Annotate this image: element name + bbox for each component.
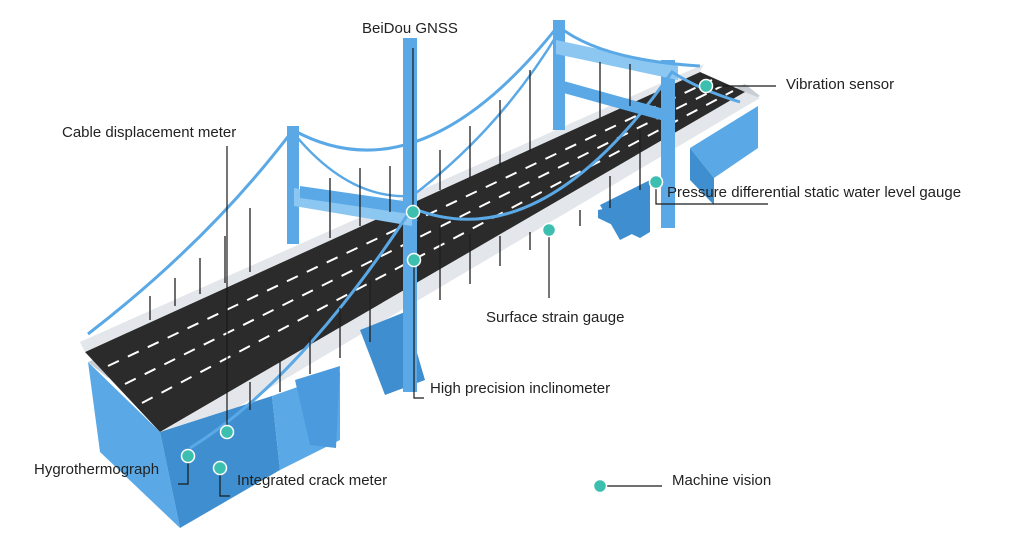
vibration-sensor-dot-icon (698, 78, 714, 94)
legend-machine-vision-label: Machine vision (672, 472, 772, 489)
label-vibration-sensor: Vibration sensor (786, 76, 895, 93)
pressure-gauge-sensor-dot-icon (648, 174, 664, 190)
label-pressure-gauge: Pressure differential static water level… (667, 184, 962, 201)
surface-strain-sensor-dot-icon (541, 222, 557, 238)
far-main-cable (87, 23, 701, 336)
label-cable-displacement-meter: Cable displacement meter (62, 124, 237, 141)
hangers (149, 62, 641, 410)
cable-displacement-sensor-dot-icon (219, 424, 235, 440)
crack-meter-leader (219, 468, 230, 497)
inclinometer-leader (413, 260, 424, 399)
label-high-precision-inclinometer: High precision inclinometer (430, 380, 611, 397)
leader-lines (178, 48, 776, 497)
legend-machine-vision-dot-icon (592, 478, 608, 494)
sensor-dots (180, 78, 714, 494)
near-main-cable (189, 69, 741, 450)
label-beidou-gnss: BeiDou GNSS (362, 20, 458, 37)
pressure-gauge-leader (655, 182, 768, 205)
beidou-sensor-dot-icon (405, 204, 421, 220)
hygrothermograph-leader (178, 456, 189, 485)
hygrothermograph-sensor-dot-icon (180, 448, 196, 464)
crack-meter-sensor-dot-icon (212, 460, 228, 476)
inclinometer-sensor-dot-icon (406, 252, 422, 268)
label-surface-strain-gauge: Surface strain gauge (486, 309, 625, 326)
label-integrated-crack-meter: Integrated crack meter (237, 472, 388, 489)
tower-cable (295, 29, 562, 198)
label-hygrothermograph: Hygrothermograph (34, 461, 160, 478)
